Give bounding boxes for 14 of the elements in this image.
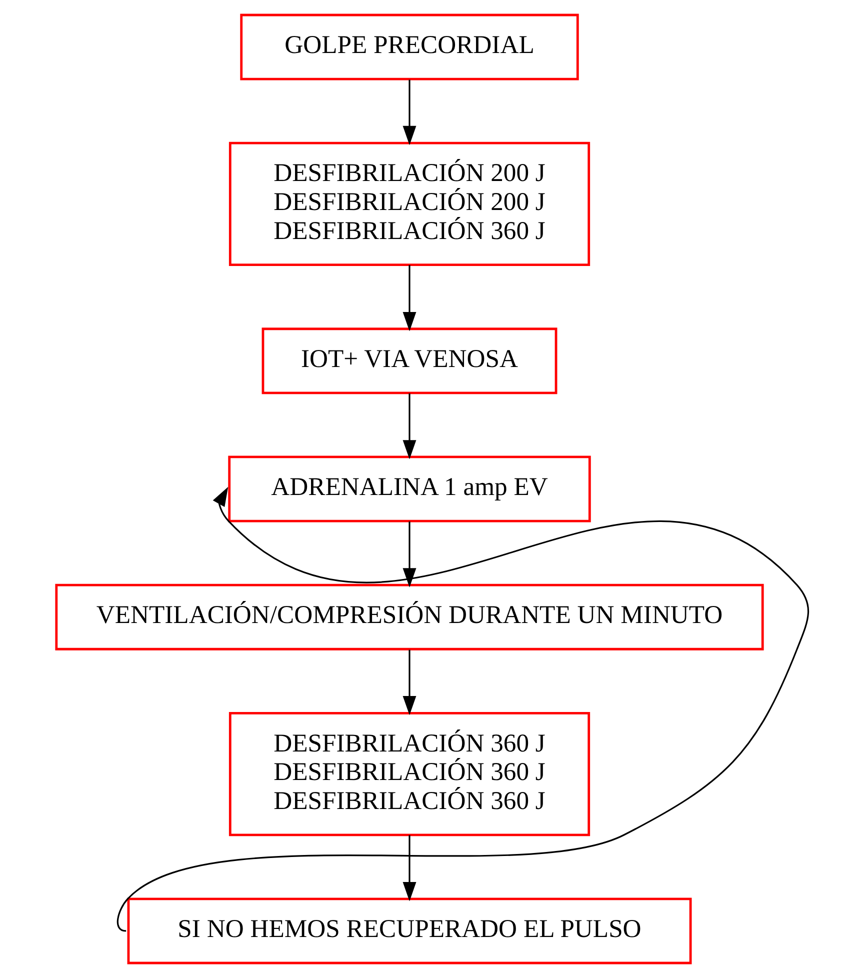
node-box: ADRENALINA 1 amp EV (228, 456, 590, 522)
node-box: SI NO HEMOS RECUPERADO EL PULSO (126, 898, 692, 964)
arrow (402, 650, 416, 716)
node-box: DESFIBRILACIÓN 360 J DESFIBRILACIÓN 360 J DESFIBRILACIÓN 360 J (228, 712, 590, 836)
node-box: GOLPE PRECORDIAL (240, 14, 578, 80)
arrow (116, 486, 808, 932)
arrow (402, 835, 416, 902)
arrow (402, 393, 416, 460)
node-box: DESFIBRILACIÓN 200 J DESFIBRILACIÓN 200 J DESFIBRILACIÓN 360 J (228, 142, 590, 266)
node-box: VENTILACIÓN/COMPRESIÓN DURANTE UN MINUTO (54, 584, 764, 650)
arrow (402, 265, 416, 332)
arrow (402, 80, 416, 146)
arrow (402, 521, 416, 588)
node-box: IOT+ VIA VENOSA (261, 328, 557, 394)
